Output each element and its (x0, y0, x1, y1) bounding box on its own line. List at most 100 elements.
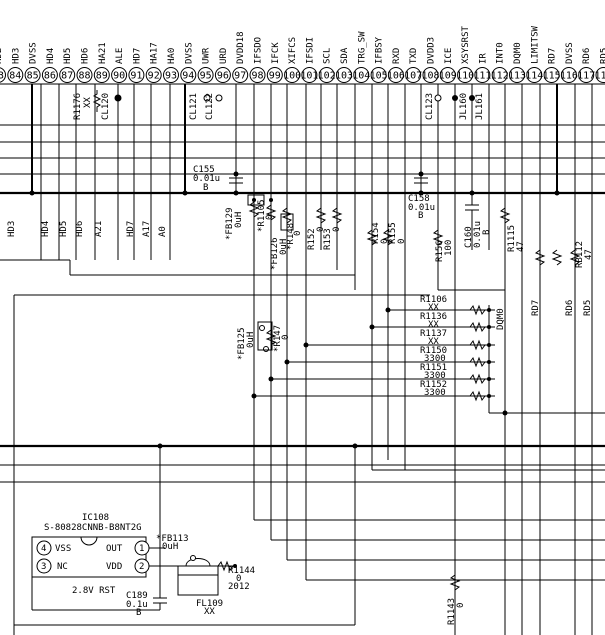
c189-val: 0.1u (126, 600, 148, 610)
c160-val: 0.01u (473, 221, 483, 248)
c189-code: B (136, 608, 141, 618)
ic-pin: 89 HA21 (93, 42, 110, 83)
r155-val: 0 (397, 239, 407, 244)
ic-pin-circle (128, 67, 145, 83)
ic-pin-signal: RD5 (600, 48, 605, 64)
fb129-val: 0uH (234, 212, 244, 228)
r1150-ref: R1150 (420, 346, 447, 356)
r1144-ref: R1144 (228, 566, 255, 576)
rb112-ref: RB112 (575, 241, 585, 268)
cl121-ref: CL121 (189, 93, 199, 120)
ic-pin-circle (24, 67, 41, 83)
ic-pin-signal: DVSS (29, 42, 39, 64)
jl160-ref: JL160 (459, 93, 469, 120)
ic-pin-signal: HA21 (98, 42, 108, 64)
r1105-ref: *R1105 (257, 199, 267, 232)
cl120-ref: CL120 (101, 93, 111, 120)
ic-pin-circle (543, 67, 560, 83)
r1151-ref: R1151 (420, 363, 447, 373)
ic-pin-number: 89 (96, 71, 108, 82)
ic-pin: 118RD5 (594, 48, 605, 83)
ic-pin-number: 106 (387, 71, 405, 82)
ic-pin-number: 90 (113, 71, 125, 82)
labels: R1176 XX CL120 CL121 CL122 CL123 JL160 J… (7, 93, 594, 625)
ic-pin-number: 104 (352, 71, 370, 82)
ic-pin-number: 84 (9, 71, 21, 82)
ic-pin-number: 96 (217, 71, 229, 82)
ic-pin-signal: IFSDI (305, 37, 315, 64)
filter-fl109 (177, 555, 235, 596)
ic-pin-signal: SDA (340, 47, 350, 64)
ic-pin-number: 85 (27, 71, 39, 82)
r1137-val: XX (428, 337, 439, 347)
c155-code: B (203, 183, 208, 193)
bus-label-hd5: HD5 (59, 221, 69, 237)
jl161-ref: JL161 (475, 93, 485, 120)
ic-pin: 105 IFBSY (370, 36, 388, 83)
reset-ic-ref: IC108 (82, 513, 109, 523)
ic-pin-number: 87 (61, 71, 73, 82)
ic-pin-circle (76, 67, 93, 83)
r147-val: 0 (281, 335, 291, 340)
ic-pin-number: 88 (78, 71, 90, 82)
reset-ic-pin2-num: 2 (139, 562, 144, 572)
reset-ic-pin3-name: NC (57, 562, 68, 572)
fb126-val: 0uH (279, 239, 289, 255)
resistor-r1143 (449, 574, 461, 591)
r1105-val: 0 (265, 215, 275, 220)
test-points (114, 94, 442, 102)
ic-pin-number: 93 (165, 71, 177, 82)
ic-pin-circle (457, 67, 474, 83)
reset-ic-pin2-name: VDD (106, 562, 122, 572)
bus-label-dqm0: DQM0 (496, 308, 506, 330)
ic-pin-circle (93, 67, 110, 83)
ic-pin-signal: INT0 (496, 42, 506, 64)
ic-pin-circle (0, 67, 6, 83)
r152-val: 0 (316, 227, 326, 232)
ic-pin-circle (318, 67, 335, 83)
ic-pin-number: 105 (370, 71, 388, 82)
lower-bus-lines (0, 444, 605, 626)
c189-ref: C189 (126, 591, 148, 601)
ic-pin-signal: XSYSRST (461, 25, 471, 64)
ic-pin-number: 94 (182, 71, 194, 82)
bus-label-rd5: RD5 (583, 300, 593, 316)
ic-pin-circle (145, 67, 162, 83)
ic-pin-circle (336, 67, 352, 83)
reset-ic-caption: 2.8V RST (72, 586, 116, 596)
reset-ic-pin4-num: 4 (41, 544, 46, 554)
ic-pin: 93 HA0 (163, 48, 179, 83)
fb125-val: 0uH (246, 332, 256, 348)
ic-pin-circle (491, 67, 508, 83)
ic-pin-signal: HA0 (167, 48, 177, 64)
ic-pin-circle (163, 67, 179, 83)
ic-pin-signal: XIFCS (288, 37, 298, 64)
ic-pin-signal: HA17 (150, 42, 160, 64)
ic-pin-signal: HD5 (63, 48, 73, 64)
ic-pin-number: 112 (491, 71, 509, 82)
ic-pin-signal: HD3 (11, 48, 21, 64)
ic-pin-circle (232, 67, 249, 83)
cl122-ref: CL122 (205, 93, 215, 120)
r1106-ref: R1106 (420, 295, 447, 305)
ic-pin-number: 109 (439, 71, 457, 82)
junction-dots (29, 95, 560, 568)
r148-ref: *R148 (286, 223, 296, 250)
bus-label-hd4: HD4 (41, 221, 51, 237)
r1144-code: 2012 (228, 582, 250, 592)
ic-pin-signal: IFBSY (375, 36, 385, 64)
r155-ref: R155 (388, 222, 398, 244)
ic-pin-circle (111, 67, 128, 83)
